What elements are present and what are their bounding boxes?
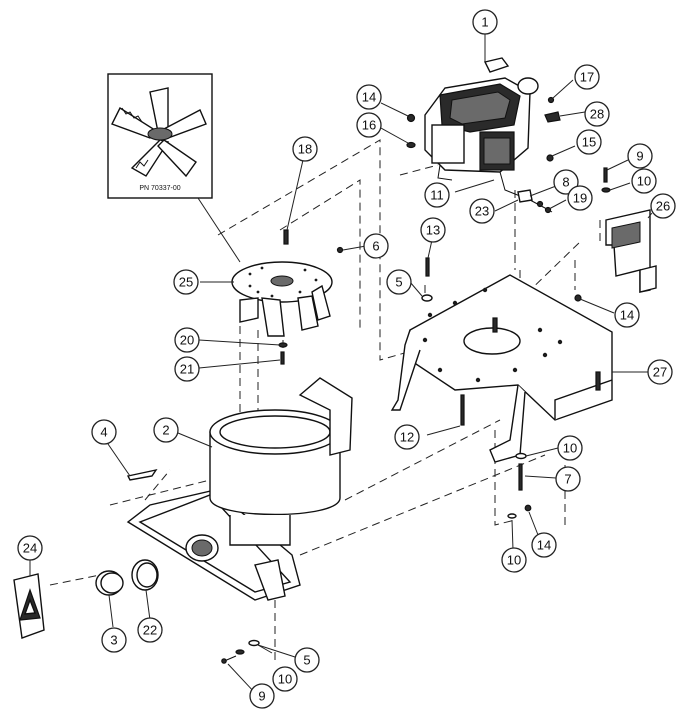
- callout-17: 17: [574, 64, 600, 90]
- callout-13: 13: [420, 217, 446, 243]
- callout-10-b: 10: [557, 435, 583, 461]
- callout-24: 24: [17, 535, 43, 561]
- callout-14-b: 14: [614, 302, 640, 328]
- svg-text:5: 5: [303, 653, 310, 668]
- svg-text:10: 10: [507, 553, 521, 568]
- svg-text:20: 20: [180, 333, 194, 348]
- svg-text:24: 24: [23, 541, 37, 556]
- svg-text:10: 10: [637, 174, 651, 189]
- svg-text:22: 22: [143, 623, 157, 638]
- callout-9-upper: 9: [627, 143, 653, 169]
- callout-27: 27: [647, 359, 673, 385]
- svg-text:28: 28: [590, 107, 604, 122]
- svg-text:21: 21: [180, 362, 194, 377]
- svg-text:26: 26: [656, 199, 670, 214]
- callout-10-a: 10: [631, 168, 657, 194]
- callout-16: 16: [356, 112, 382, 138]
- warning-decal-drawing: [13, 573, 45, 639]
- svg-text:15: 15: [582, 135, 596, 150]
- svg-text:14: 14: [620, 308, 634, 323]
- svg-text:14: 14: [362, 90, 376, 105]
- callout-4: 4: [91, 419, 117, 445]
- svg-text:4: 4: [100, 425, 107, 440]
- callout-8: 8: [553, 169, 579, 195]
- leader-lines: [29, 34, 653, 695]
- svg-text:18: 18: [298, 142, 312, 157]
- callout-23: 23: [469, 198, 495, 224]
- svg-text:27: 27: [653, 365, 667, 380]
- svg-text:10: 10: [563, 441, 577, 456]
- impeller-inset: PN 70337-00: [107, 73, 213, 199]
- callout-14-c: 14: [531, 532, 557, 558]
- svg-text:2: 2: [162, 423, 169, 438]
- callout-21: 21: [174, 356, 200, 382]
- callout-19: 19: [567, 185, 593, 211]
- svg-text:5: 5: [395, 275, 402, 290]
- callout-10-d: 10: [272, 666, 298, 692]
- callout-18: 18: [292, 136, 318, 162]
- callout-14-a: 14: [356, 84, 382, 110]
- callout-22: 22: [137, 617, 163, 643]
- callout-11: 11: [424, 182, 450, 208]
- callout-15: 15: [576, 129, 602, 155]
- svg-text:8: 8: [562, 175, 569, 190]
- svg-text:3: 3: [110, 633, 117, 648]
- svg-text:6: 6: [372, 239, 379, 254]
- callout-2: 2: [153, 417, 179, 443]
- impeller-drawing: [231, 229, 333, 337]
- callout-3: 3: [101, 627, 127, 653]
- svg-text:14: 14: [537, 538, 551, 553]
- svg-text:11: 11: [430, 188, 444, 203]
- inset-part-number: PN 70337-00: [139, 185, 180, 192]
- callouts: 1 2 3 4 5 5 6 7 8 9 9 10 10 10 10 11 12 …: [17, 9, 676, 709]
- svg-text:17: 17: [580, 70, 594, 85]
- svg-text:23: 23: [475, 204, 489, 219]
- callout-20: 20: [174, 327, 200, 353]
- bracket-26-drawing: [605, 209, 657, 293]
- callout-9-lower: 9: [249, 683, 275, 709]
- frame-drawing: [390, 274, 613, 463]
- svg-text:9: 9: [636, 149, 643, 164]
- svg-text:19: 19: [573, 191, 587, 206]
- engine-drawing: [424, 57, 539, 203]
- svg-text:1: 1: [481, 15, 488, 30]
- svg-text:7: 7: [564, 472, 571, 487]
- callout-6: 6: [363, 233, 389, 259]
- callout-25: 25: [173, 269, 199, 295]
- callout-5-lower: 5: [294, 647, 320, 673]
- callout-1: 1: [472, 9, 498, 35]
- impeller-blades-icon: [111, 87, 207, 178]
- callout-12: 12: [394, 424, 420, 450]
- callout-10-c: 10: [501, 547, 527, 573]
- svg-text:12: 12: [400, 430, 414, 445]
- svg-text:9: 9: [258, 689, 265, 704]
- svg-text:16: 16: [362, 118, 376, 133]
- svg-text:10: 10: [278, 672, 292, 687]
- callout-28: 28: [584, 101, 610, 127]
- callout-26: 26: [650, 193, 676, 219]
- callout-5-upper: 5: [386, 269, 412, 295]
- callout-7: 7: [555, 466, 581, 492]
- svg-text:25: 25: [179, 275, 193, 290]
- svg-text:13: 13: [426, 223, 440, 238]
- hardware: [95, 96, 611, 664]
- blower-housing-drawing: [126, 377, 353, 601]
